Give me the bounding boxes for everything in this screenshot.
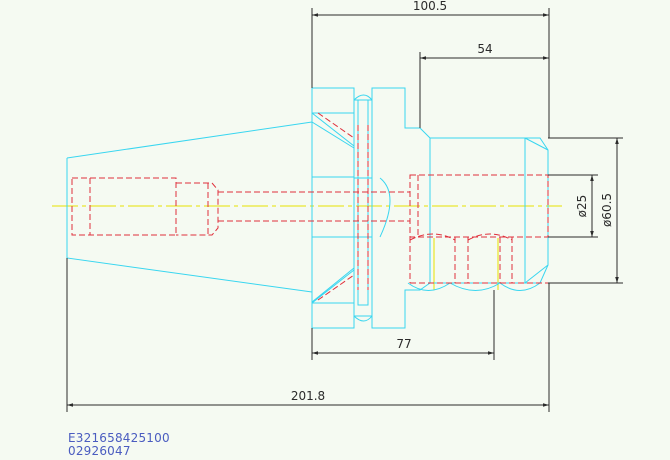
knob-bore bbox=[71, 177, 177, 236]
dim-bore-diameter: ø25 bbox=[575, 195, 589, 218]
tool-bore bbox=[409, 174, 549, 238]
dim-lower-length: 77 bbox=[396, 337, 411, 351]
dimension-lines bbox=[66, 8, 623, 412]
part-code: E321658425100 bbox=[68, 431, 170, 445]
flange bbox=[311, 87, 355, 329]
serial-number: 02926047 bbox=[68, 444, 131, 458]
v-groove bbox=[311, 112, 355, 304]
collar bbox=[354, 87, 549, 329]
dim-upper-length: 54 bbox=[477, 42, 492, 56]
dim-top-length: 100.5 bbox=[413, 0, 447, 13]
taper-shank bbox=[66, 121, 313, 293]
dim-overall-length: 201.8 bbox=[291, 389, 325, 403]
holder-outline bbox=[66, 87, 549, 329]
hidden-lines bbox=[71, 112, 549, 301]
dim-outer-diameter: ø60.5 bbox=[600, 193, 614, 227]
